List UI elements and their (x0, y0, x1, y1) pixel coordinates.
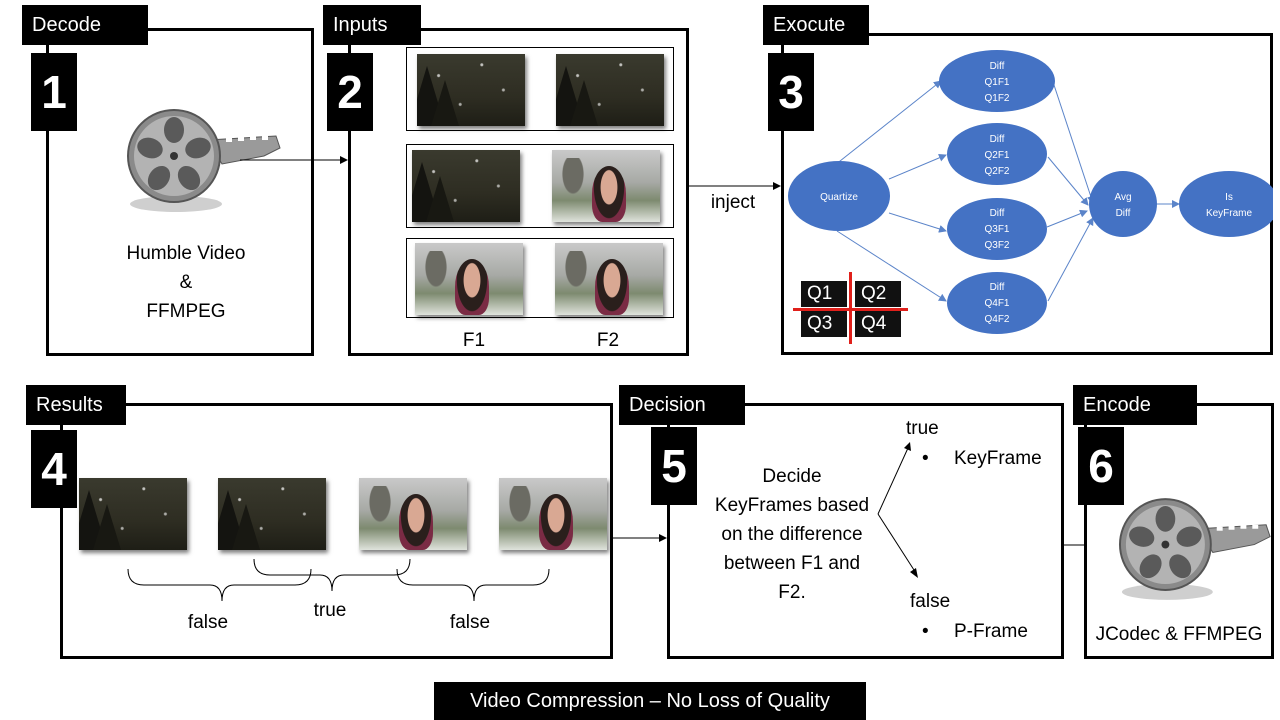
inject-label: inject (710, 192, 756, 213)
step-number-1: 1 (31, 53, 77, 131)
decision-line-3: on the difference (721, 524, 863, 545)
step-number-4: 4 (31, 430, 77, 508)
step-number-5: 5 (651, 427, 697, 505)
decision-line-2: KeyFrames based (714, 495, 870, 516)
decode-tab: Decode (22, 5, 148, 45)
decision-tab: Decision (619, 385, 745, 425)
keyframe-node-line-2: KeyFrame (1206, 208, 1253, 219)
result-brackets (127, 558, 550, 602)
diff-node-1-line-2: Q1F1 (984, 77, 1009, 88)
results-tab: Results (26, 385, 126, 425)
decode-line-1: Humble Video (126, 243, 246, 264)
quartize-graph: Quartize Diff Q1F1 Q1F2 Diff Q2F1 Q2F2 D… (788, 50, 1273, 334)
quadrant-divider-vertical (849, 272, 852, 344)
step-number-2: 2 (327, 53, 373, 131)
quadrant-q3: Q3 (801, 311, 847, 337)
diff-node-2-line-3: Q2F2 (984, 166, 1009, 177)
quadrant-q2: Q2 (855, 281, 901, 307)
diff-node-1-line-1: Diff (990, 61, 1005, 72)
result-label-3: false (449, 612, 491, 633)
encode-tab: Encode (1073, 385, 1197, 425)
frame-girl (415, 243, 523, 315)
column-label-f2: F2 (596, 330, 620, 351)
arrow-decode-to-inputs (240, 156, 348, 164)
diff-node-4-line-2: Q4F1 (984, 298, 1009, 309)
keyframe-bullet: • (922, 448, 929, 469)
diff-node-2-line-1: Diff (990, 134, 1005, 145)
diff-node-2-line-2: Q2F1 (984, 150, 1009, 161)
quartize-node-label: Quartize (820, 192, 858, 203)
footer-caption: Video Compression – No Loss of Quality (434, 682, 866, 720)
frame-girl (555, 243, 663, 315)
result-frame-4 (499, 478, 607, 550)
keyframe-node-line-1: Is (1225, 192, 1233, 203)
decode-line-3: FFMPEG (146, 301, 226, 322)
diff-node-3-line-2: Q3F1 (984, 224, 1009, 235)
decision-line-5: F2. (778, 582, 806, 603)
diff-node-3-line-3: Q3F2 (984, 240, 1009, 251)
frame-snow (417, 54, 525, 126)
avg-node-line-1: Avg (1114, 192, 1131, 203)
decision-line-1: Decide (762, 466, 822, 487)
diff-node-3-line-1: Diff (990, 208, 1005, 219)
pframe-bullet: • (922, 621, 929, 642)
pframe-item: P-Frame (954, 621, 1028, 642)
decode-line-2: & (179, 272, 193, 293)
decision-panel (667, 403, 1064, 659)
frame-snow (412, 150, 520, 222)
arrow-inputs-to-execute (689, 182, 781, 190)
result-frame-2 (218, 478, 326, 550)
input-pair-box-1 (406, 47, 674, 131)
result-frame-3 (359, 478, 467, 550)
arrow-results-to-decision (613, 534, 667, 542)
keyframe-item: KeyFrame (954, 448, 1042, 469)
column-label-f1: F1 (462, 330, 486, 351)
execute-tab: Exocute (763, 5, 869, 45)
step-number-3: 3 (768, 53, 814, 131)
step-number-6: 6 (1078, 427, 1124, 505)
quadrant-q4: Q4 (855, 311, 901, 337)
result-label-2: true (313, 600, 347, 621)
film-reel-icon (127, 109, 281, 212)
result-label-1: false (187, 612, 229, 633)
input-pair-box-2 (406, 144, 674, 228)
avg-node-line-2: Diff (1116, 208, 1131, 219)
diff-node-1-line-3: Q1F2 (984, 93, 1009, 104)
true-branch-label: true (906, 418, 939, 439)
diff-node-4-line-3: Q4F2 (984, 314, 1009, 325)
diff-node-4-line-1: Diff (990, 282, 1005, 293)
decision-branch-arrows (877, 442, 918, 578)
decision-line-4: between F1 and (723, 553, 861, 574)
frame-snow (556, 54, 664, 126)
result-frame-1 (79, 478, 187, 550)
encode-label: JCodec & FFMPEG (1095, 624, 1263, 645)
quadrant-q1: Q1 (801, 281, 847, 307)
false-branch-label: false (910, 591, 951, 612)
frame-girl (552, 150, 660, 222)
input-pair-box-3 (406, 238, 674, 318)
film-reel-icon (1118, 498, 1271, 600)
inputs-tab: Inputs (323, 5, 421, 45)
